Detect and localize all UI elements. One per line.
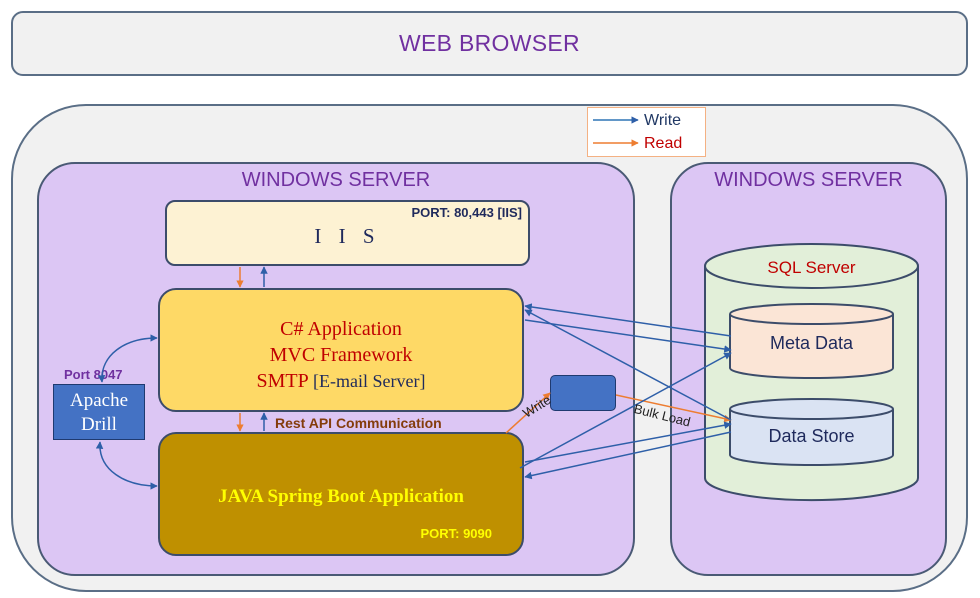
windows-server-left-title: WINDOWS SERVER [241,169,431,191]
legend-read-label: Read [644,135,683,152]
staging-to-datastore-bulk-arrow [615,394,732,423]
web-browser-box: WEB BROWSER [11,11,968,76]
drill-line-2: Drill [81,414,117,435]
data-store-label: Data Store [768,426,855,446]
datastore-to-csharp-arrow [524,309,732,421]
meta-data-cylinder [729,303,894,380]
legend: Write Read [587,107,706,157]
datastore-to-java-arrow [524,431,732,480]
rest-api-label: Rest API Communication [275,415,442,431]
java-title: JAVA Spring Boot Application [218,486,464,507]
csharp-line-3: SMTP [E-mail Server] [160,368,522,394]
data-store-cylinder [729,398,894,467]
legend-write-label: Write [644,112,682,129]
meta-data-label: Meta Data [769,333,854,353]
java-to-metadata-arrow [519,352,732,469]
sql-server-title: SQL Server [767,258,856,277]
drill-line-1: Apache [69,390,129,411]
web-browser-title: WEB BROWSER [399,30,580,56]
java-to-staging-write-arrow [505,392,551,434]
iis-box: PORT: 80,443 [IIS] I I S [165,200,530,266]
metadata-to-csharp-arrow [524,303,732,337]
iis-port-label: PORT: 80,443 [IIS] [411,205,522,220]
drill-to-java-arrow [95,441,158,490]
csharp-application-box: C# Application MVC Framework SMTP [E-mai… [158,288,524,412]
apache-drill-box: Apache Drill [53,384,145,440]
smtp-label: SMTP [256,370,309,392]
staging-box [550,375,616,411]
java-to-datastore-arrow [524,421,732,463]
smtp-sub-label: [E-mail Server] [313,371,426,391]
csharp-line-1: C# Application [280,318,402,340]
java-port-label: PORT: 9090 [420,526,492,541]
java-application-box: JAVA Spring Boot Application PORT: 9090 [158,432,524,556]
windows-server-right-title: WINDOWS SERVER [714,169,903,191]
iis-title: I I S [314,224,381,248]
csharp-to-metadata-arrow [524,319,732,353]
drill-to-csharp-arrow [97,334,158,383]
csharp-line-2: MVC Framework [269,344,413,366]
